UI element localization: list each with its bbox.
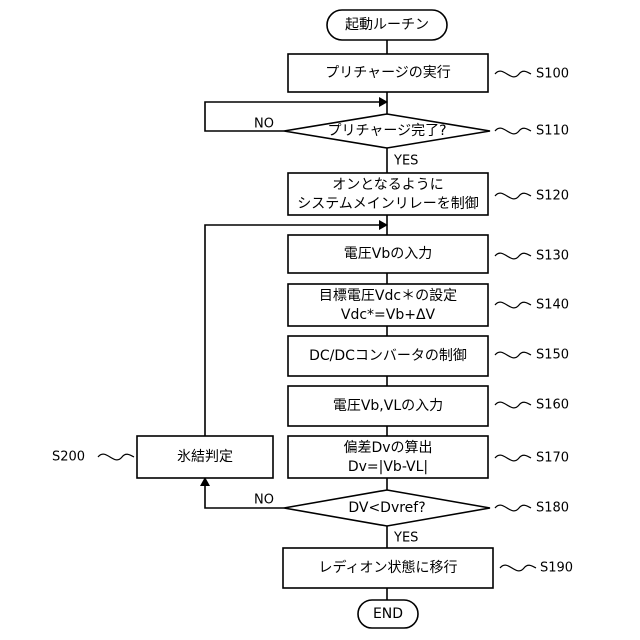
- step-id-s180: S180: [536, 501, 569, 516]
- end-label: END: [373, 606, 403, 622]
- s180-no-label: NO: [254, 493, 274, 508]
- decision-s180-label: DV<Dvref?: [348, 500, 425, 516]
- process-s120-line2: システムメインリレーを制御: [297, 196, 479, 212]
- process-s150-label: DC/DCコンバータの制御: [309, 348, 467, 364]
- process-s160-label: 電圧Vb,VLの入力: [333, 398, 443, 414]
- step-id-s110: S110: [536, 124, 569, 139]
- process-s190-label: レディオン状態に移行: [318, 559, 457, 576]
- step-id-s200: S200: [52, 450, 85, 465]
- process-s200-label: 氷結判定: [177, 449, 233, 465]
- process-s130-label: 電圧Vbの入力: [344, 246, 432, 262]
- leader-s130: [495, 253, 531, 259]
- leader-s140: [495, 302, 531, 308]
- leader-s170: [495, 455, 531, 461]
- step-id-s140: S140: [536, 298, 569, 313]
- process-s170-line1: 偏差Dvの算出: [343, 440, 432, 456]
- step-id-s170: S170: [536, 451, 569, 466]
- leader-s200: [98, 454, 134, 460]
- process-s170-line2: Dv=|Vb-VL|: [348, 459, 428, 475]
- step-id-s160: S160: [536, 398, 569, 413]
- leader-s190: [500, 565, 536, 571]
- s110-no-label: NO: [254, 117, 274, 132]
- step-id-s100: S100: [536, 67, 569, 82]
- step-id-s120: S120: [536, 189, 569, 204]
- process-s140-line1: 目標電圧Vdc＊の設定: [319, 288, 457, 304]
- leader-s100: [495, 71, 531, 77]
- leader-s150: [495, 352, 531, 358]
- step-id-s130: S130: [536, 249, 569, 264]
- s180-yes-label: YES: [393, 531, 418, 546]
- decision-s110-label: プリチャージ完了?: [327, 123, 446, 139]
- leader-s120: [495, 193, 531, 199]
- process-s120-line1: オンとなるように: [332, 177, 444, 193]
- start-label: 起動ルーチン: [345, 17, 429, 33]
- leader-s180: [495, 505, 531, 511]
- process-s100-label: プリチャージの実行: [325, 65, 451, 81]
- step-id-s190: S190: [540, 561, 573, 576]
- process-s140-line2: Vdc*=Vb+ΔV: [341, 307, 436, 323]
- s110-yes-label: YES: [393, 154, 418, 169]
- leader-s110: [495, 128, 531, 134]
- leader-s160: [495, 402, 531, 408]
- step-id-s150: S150: [536, 348, 569, 363]
